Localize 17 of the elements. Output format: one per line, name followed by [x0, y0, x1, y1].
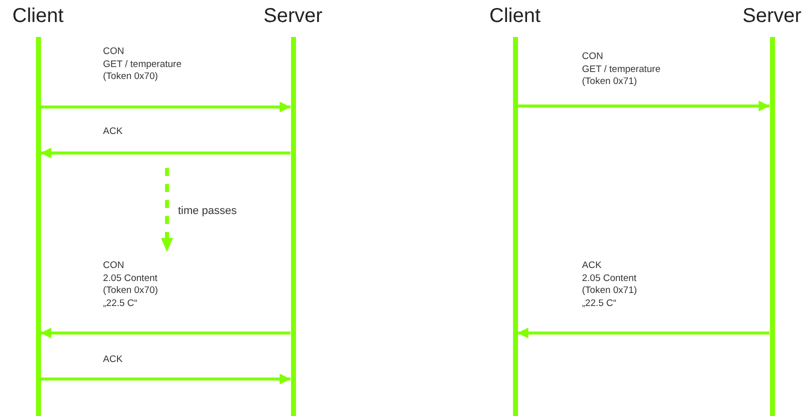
message-label: ACK — [103, 354, 123, 366]
message-label: CON GET / temperature (Token 0x71) — [582, 51, 660, 88]
message-label: ACK 2.05 Content (Token 0x71) „22.5 C“ — [582, 260, 637, 310]
message-label: CON 2.05 Content (Token 0x70) „22.5 C“ — [103, 260, 158, 310]
lifeline-heading: Client — [488, 4, 542, 28]
lifeline-heading: Server — [742, 4, 802, 28]
arrow — [518, 328, 770, 338]
arrow — [40, 374, 290, 384]
arrow — [40, 148, 290, 158]
message-label: CON GET / temperature (Token 0x70) — [103, 46, 182, 84]
arrow — [40, 102, 290, 112]
lifeline-heading: Server — [262, 4, 324, 28]
note-text: time passes — [178, 205, 237, 218]
arrow — [40, 328, 290, 338]
arrow — [518, 100, 770, 112]
lifeline-heading: Client — [11, 4, 65, 28]
message-label: ACK — [103, 126, 123, 138]
